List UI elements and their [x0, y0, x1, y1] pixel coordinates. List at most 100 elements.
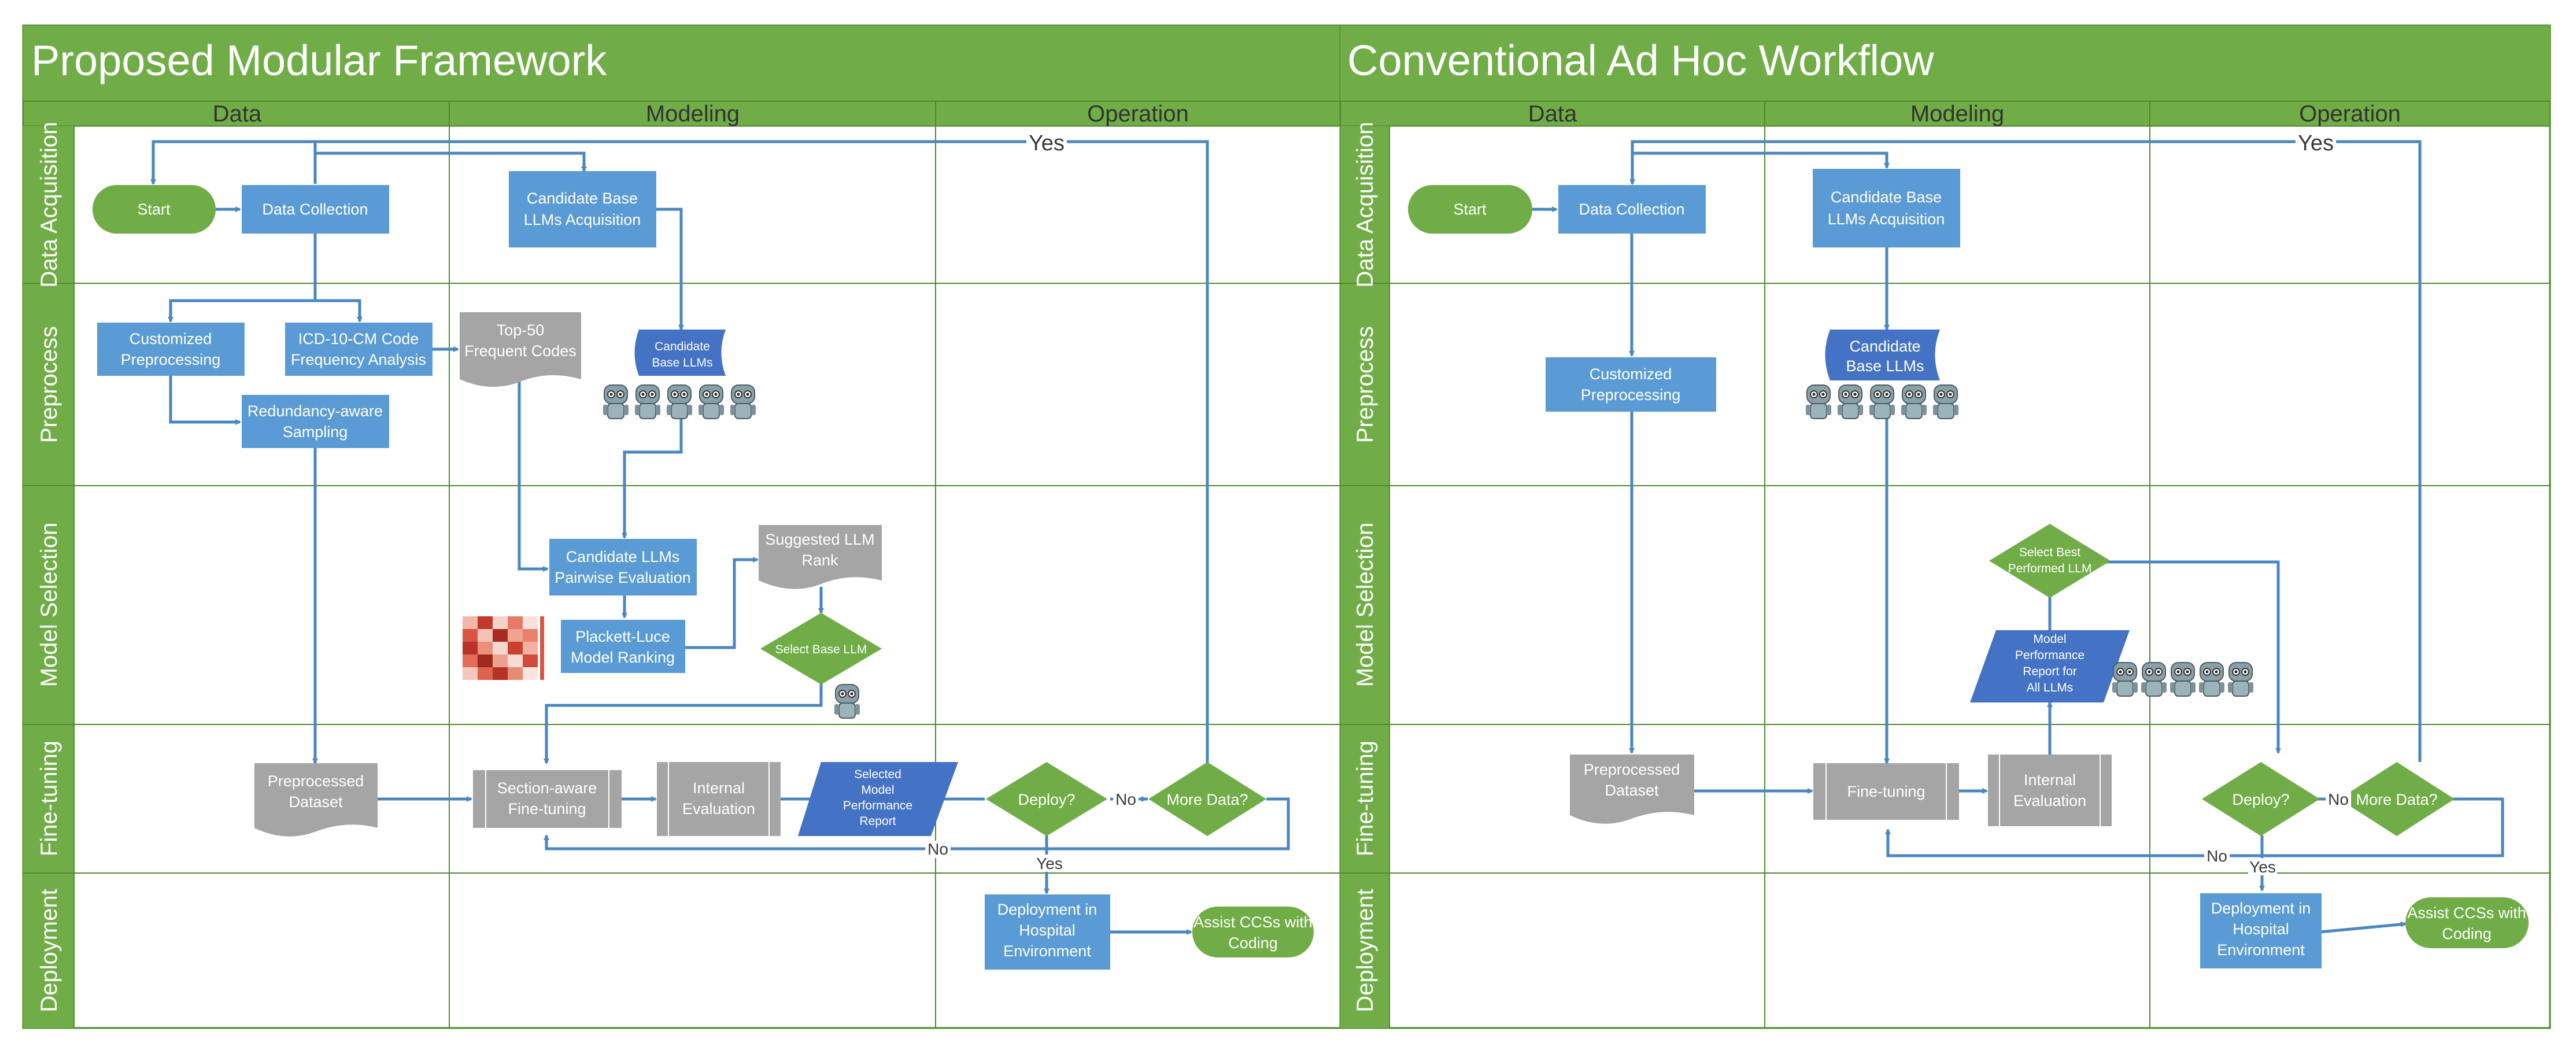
node-customized-preprocessing: Customized Preprocessing	[1546, 357, 1716, 412]
svg-text:Preprocessing: Preprocessing	[1581, 386, 1681, 404]
svg-text:Candidate LLMs: Candidate LLMs	[566, 548, 680, 565]
svg-text:All LLMs: All LLMs	[2027, 681, 2074, 694]
lane-model-selection: Model Selection	[36, 523, 62, 687]
svg-text:Coding: Coding	[2442, 925, 2492, 942]
heatmap-thumbnail-icon	[460, 613, 546, 687]
svg-text:LLMs Acquisition: LLMs Acquisition	[524, 211, 641, 228]
svg-text:Internal: Internal	[2024, 771, 2076, 789]
robot-avatar-icon	[834, 684, 860, 719]
svg-text:Evaluation: Evaluation	[682, 800, 755, 818]
lane-model-selection: Model Selection	[1352, 523, 1378, 687]
lane-data-acquisition: Data Acquisition	[1352, 122, 1378, 288]
node-deploy-decision: Deploy?	[986, 762, 1107, 836]
node-candidate-base-llms: Candidate Base LLMs	[1825, 330, 1940, 380]
node-select-best-llm: Select Best Performed LLM	[1989, 524, 2111, 598]
svg-text:Frequent Codes: Frequent Codes	[464, 342, 576, 360]
svg-text:Pairwise Evaluation: Pairwise Evaluation	[555, 569, 691, 586]
edge-label-no-mid: No	[2328, 790, 2349, 808]
node-suggested-rank: Suggested LLM Rank	[759, 525, 882, 589]
svg-text:Candidate Base: Candidate Base	[527, 190, 638, 207]
svg-text:Suggested LLM: Suggested LLM	[765, 531, 874, 548]
lane-data-acquisition: Data Acquisition	[36, 122, 62, 288]
edge-label-yes-top: Yes	[2298, 131, 2334, 156]
edge-label-yes-top: Yes	[1029, 131, 1065, 156]
node-selected-model-report: Selected Model Performance Report	[798, 762, 958, 836]
svg-text:Data Collection: Data Collection	[262, 201, 368, 218]
panel-title: Conventional Ad Hoc Workflow	[1347, 36, 1934, 84]
lane-preprocess: Preprocess	[1352, 326, 1378, 443]
node-customized-preprocessing: Customized Preprocessing	[97, 323, 245, 376]
node-data-collection: Data Collection	[1558, 185, 1706, 234]
node-section-aware-finetuning: Section-aware Fine-tuning	[473, 770, 622, 828]
robot-avatars-icon	[2112, 662, 2254, 697]
svg-text:Customized: Customized	[1590, 365, 1672, 383]
svg-text:Deployment in: Deployment in	[2211, 900, 2311, 917]
node-candidate-base-acquisition: Candidate Base LLMs Acquisition	[1813, 169, 1960, 247]
column-header-data: Data	[1528, 101, 1577, 127]
svg-text:Candidate: Candidate	[1849, 338, 1920, 355]
panel-conventional: Conventional Ad Hoc Workflow Data Modeli…	[1339, 24, 2551, 1029]
svg-text:Start: Start	[137, 201, 171, 218]
node-preprocessed-dataset: Preprocessed Dataset	[254, 763, 378, 837]
node-start: Start	[1408, 185, 1532, 234]
edge-label-yes-deploy: Yes	[1036, 855, 1063, 872]
node-top50-codes: Top-50 Frequent Codes	[460, 312, 581, 387]
panel-proposed: Proposed Modular Framework Data Modeling…	[22, 24, 1341, 1029]
column-header-modeling: Modeling	[1910, 101, 2004, 127]
svg-text:Sampling: Sampling	[283, 423, 348, 441]
svg-text:Preprocessed: Preprocessed	[1584, 761, 1680, 778]
svg-text:More Data?: More Data?	[2356, 791, 2437, 808]
svg-text:Hospital: Hospital	[1019, 922, 1076, 939]
svg-text:Start: Start	[1453, 201, 1487, 218]
svg-text:Deploy?: Deploy?	[2232, 791, 2289, 808]
svg-text:LLMs Acquisition: LLMs Acquisition	[1828, 210, 1945, 228]
svg-text:Deployment in: Deployment in	[997, 901, 1097, 918]
svg-text:Model: Model	[2033, 633, 2066, 646]
node-select-base-llm: Select Base LLM	[760, 613, 882, 685]
lane-deployment: Deployment	[1352, 889, 1378, 1012]
svg-text:Customized: Customized	[130, 330, 212, 347]
svg-text:Assist CCSs with: Assist CCSs with	[1193, 914, 1313, 931]
svg-text:Model: Model	[861, 783, 894, 797]
node-more-data-decision: More Data?	[2339, 762, 2455, 836]
svg-text:Performed LLM: Performed LLM	[2008, 562, 2092, 575]
svg-text:Base LLMs: Base LLMs	[652, 356, 712, 369]
lane-fine-tuning: Fine-tuning	[36, 741, 62, 856]
svg-text:Performance: Performance	[843, 799, 912, 812]
svg-text:Candidate Base: Candidate Base	[1831, 188, 1942, 206]
svg-text:Environment: Environment	[2217, 941, 2305, 959]
svg-text:Fine-tuning: Fine-tuning	[508, 800, 586, 818]
column-header-data: Data	[213, 101, 262, 127]
panel-title: Proposed Modular Framework	[31, 36, 607, 84]
svg-text:Dataset: Dataset	[289, 793, 343, 811]
lane-preprocess: Preprocess	[36, 326, 62, 443]
edge-label-no-bottom: No	[2207, 847, 2227, 865]
node-start: Start	[93, 185, 216, 234]
svg-text:Candidate: Candidate	[655, 340, 710, 353]
node-preprocessed-dataset: Preprocessed Dataset	[1570, 755, 1694, 824]
node-candidate-base-acquisition: Candidate Base LLMs Acquisition	[509, 171, 656, 247]
node-assist-ccs: Assist CCSs with Coding	[1192, 907, 1314, 957]
svg-text:Deploy?: Deploy?	[1018, 791, 1075, 808]
node-plackett-luce: Plackett-Luce Model Ranking	[561, 620, 685, 673]
svg-text:Data Collection: Data Collection	[1579, 201, 1684, 218]
svg-text:Plackett-Luce: Plackett-Luce	[575, 628, 670, 645]
node-redundancy-sampling: Redundancy-aware Sampling	[242, 395, 389, 448]
svg-text:Evaluation: Evaluation	[2013, 792, 2086, 809]
column-header-operation: Operation	[2299, 101, 2401, 127]
svg-text:Fine-tuning: Fine-tuning	[1847, 783, 1925, 800]
edge-label-no-bottom: No	[927, 840, 948, 858]
svg-text:Dataset: Dataset	[1605, 782, 1659, 799]
node-data-collection: Data Collection	[242, 185, 389, 234]
node-deployment-env: Deployment in Hospital Environment	[985, 894, 1110, 970]
svg-text:ICD-10-CM Code: ICD-10-CM Code	[298, 330, 419, 347]
node-icd-frequency-analysis: ICD-10-CM Code Frequency Analysis	[285, 323, 433, 376]
node-internal-evaluation: Internal Evaluation	[1988, 755, 2112, 826]
svg-text:Preprocessing: Preprocessing	[121, 351, 221, 368]
svg-text:Top-50: Top-50	[497, 321, 545, 339]
column-header-modeling: Modeling	[646, 101, 740, 127]
lane-fine-tuning: Fine-tuning	[1352, 741, 1378, 856]
svg-text:Environment: Environment	[1003, 942, 1091, 960]
